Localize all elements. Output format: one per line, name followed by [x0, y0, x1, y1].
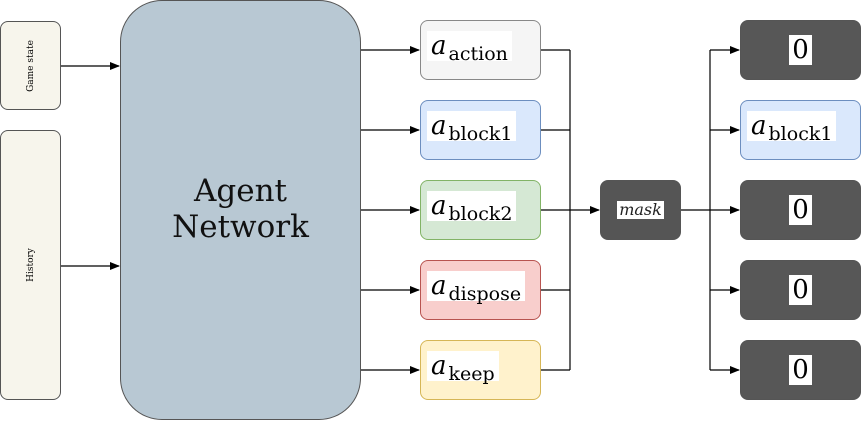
action-subscript: block2 — [448, 203, 513, 225]
output-zero-box: 0 — [740, 340, 861, 400]
output-zero-label: 0 — [789, 35, 812, 65]
game-state-label: Game state — [25, 39, 36, 92]
output-zero-box: 0 — [740, 20, 861, 80]
action-symbol: a — [431, 111, 447, 141]
action-subscript: keep — [448, 363, 495, 385]
output-symbol: a — [751, 111, 767, 141]
action-symbol: a — [431, 271, 447, 301]
output-zero-box: 0 — [740, 180, 861, 240]
action-subscript: block1 — [448, 123, 513, 145]
output-zero-label: 0 — [789, 195, 812, 225]
action-subscript: action — [448, 43, 508, 65]
output-zero-label: 0 — [789, 275, 812, 305]
history-box: History — [0, 130, 61, 400]
action-symbol: a — [431, 191, 447, 221]
game-state-box: Game state — [0, 21, 61, 110]
agent-network-box: Agent Network — [120, 0, 361, 420]
agent-network-label: Agent Network — [172, 173, 309, 245]
action-symbol: a — [431, 31, 447, 61]
action-subscript: dispose — [448, 283, 522, 305]
mask-label: mask — [617, 200, 664, 219]
action-symbol: a — [431, 351, 447, 381]
history-label: History — [25, 248, 36, 282]
output-subscript: block1 — [768, 123, 833, 145]
output-zero-label: 0 — [789, 355, 812, 385]
mask-box: mask — [600, 180, 681, 240]
output-zero-box: 0 — [740, 260, 861, 320]
